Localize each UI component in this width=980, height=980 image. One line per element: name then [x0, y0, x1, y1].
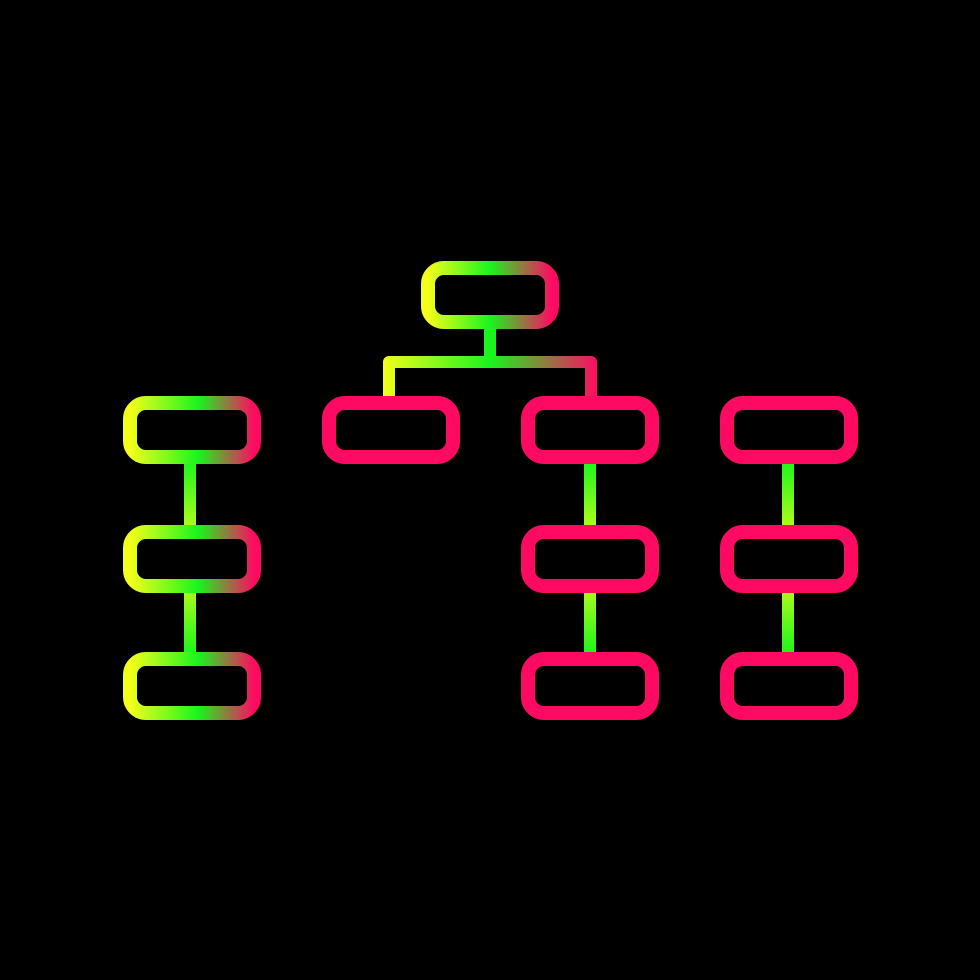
branch-connector	[383, 356, 597, 402]
connector-lines	[184, 322, 794, 655]
node-col1-row2	[123, 525, 261, 593]
node-col4-row3	[720, 652, 858, 720]
node-col1-row1	[123, 396, 261, 464]
node-col1-row3	[123, 652, 261, 720]
node-col3-row2	[521, 525, 659, 593]
nodes	[123, 261, 858, 720]
node-col4-row1	[720, 396, 858, 464]
node-col3-row3	[521, 652, 659, 720]
root-node	[421, 261, 559, 329]
node-col4-row2	[720, 525, 858, 593]
node-col3-row1	[521, 396, 659, 464]
node-col2-row1	[322, 396, 460, 464]
